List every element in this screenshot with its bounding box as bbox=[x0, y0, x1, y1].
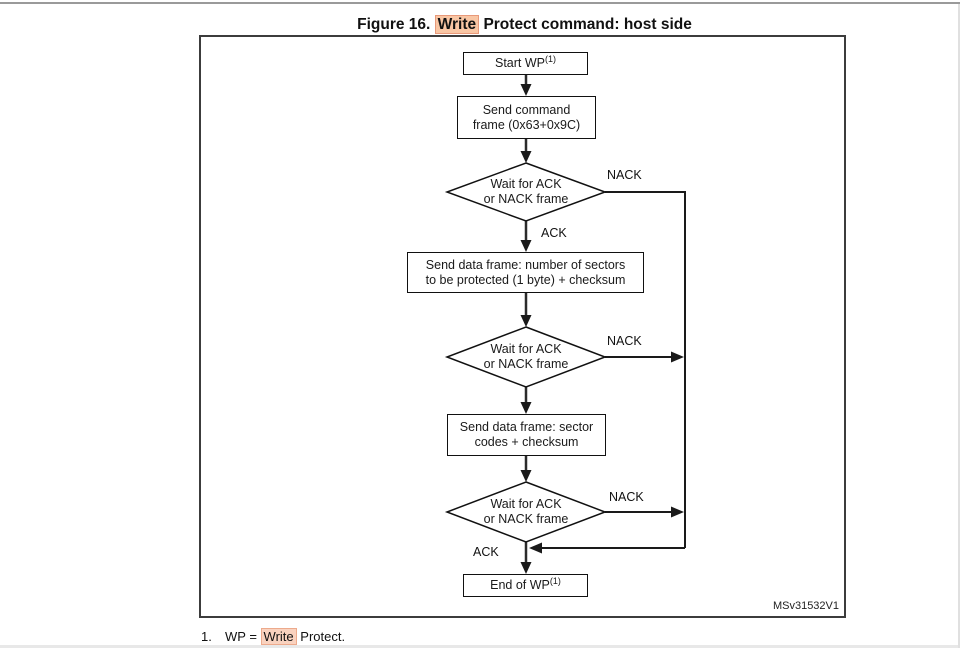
edge-label-ack1: ACK bbox=[541, 226, 567, 240]
node-end: End of WP(1) bbox=[463, 574, 588, 597]
node-start-label: Start WP bbox=[494, 56, 545, 70]
arrowhead-icon bbox=[520, 315, 532, 327]
node-send-data1: Send data frame: number of sectors to be… bbox=[407, 252, 644, 293]
figure-title: Figure 16. Write Protect command: host s… bbox=[199, 15, 850, 34]
flowchart-connectors bbox=[444, 74, 686, 574]
arrowhead-icon bbox=[520, 402, 532, 414]
node-end-footnote-ref: (1) bbox=[549, 576, 561, 586]
arrowhead-icon bbox=[520, 470, 532, 482]
edge-label-nack1: NACK bbox=[607, 168, 642, 182]
search-highlight: Write bbox=[434, 15, 480, 34]
node-send-data1-label: Send data frame: number of sectors to be… bbox=[425, 257, 626, 287]
edge-label-nack3: NACK bbox=[609, 490, 644, 504]
arrowhead-icon bbox=[520, 240, 532, 252]
decision-diamond-wait2 bbox=[444, 326, 608, 388]
nack3-arrowhead-icon bbox=[671, 506, 684, 518]
page-top-divider bbox=[0, 2, 960, 4]
node-send-command: Send command frame (0x63+0x9C) bbox=[457, 96, 596, 139]
footnote: 1. WP = Write Protect. bbox=[201, 628, 346, 645]
edge-label-nack2: NACK bbox=[607, 334, 642, 348]
page-bottom-divider bbox=[0, 645, 960, 648]
flowchart-frame: Start WP(1) Send command frame (0x63+0x9… bbox=[199, 35, 846, 618]
nack-bus-line bbox=[605, 191, 686, 548]
arrowhead-icon bbox=[520, 84, 532, 96]
arrowhead-icon bbox=[520, 151, 532, 163]
figure-title-prefix: Figure 16. bbox=[357, 16, 431, 33]
node-start: Start WP(1) bbox=[463, 52, 588, 75]
node-start-footnote-ref: (1) bbox=[545, 54, 556, 64]
footnote-post: Protect. bbox=[300, 629, 346, 644]
node-wait2-label: Wait for ACK or NACK frame bbox=[483, 342, 569, 371]
figure-watermark: MSv31532V1 bbox=[772, 600, 839, 612]
node-wait3-label: Wait for ACK or NACK frame bbox=[483, 497, 569, 526]
edge-label-ack3: ACK bbox=[473, 545, 499, 559]
search-highlight: Write bbox=[260, 628, 297, 645]
return-arrowhead-icon bbox=[529, 542, 542, 554]
node-send-data2: Send data frame: sector codes + checksum bbox=[447, 414, 606, 456]
footnote-pre: WP = bbox=[225, 629, 257, 644]
decision-diamond-wait3 bbox=[444, 481, 608, 543]
node-wait1-label: Wait for ACK or NACK frame bbox=[483, 177, 569, 206]
page-right-divider bbox=[958, 4, 960, 648]
node-send-command-label: Send command frame (0x63+0x9C) bbox=[472, 102, 581, 132]
node-end-label: End of WP bbox=[490, 578, 550, 592]
decision-diamond-wait1 bbox=[444, 162, 608, 222]
figure-title-suffix: Protect command: host side bbox=[483, 16, 692, 33]
footnote-number: 1. bbox=[201, 629, 212, 644]
node-send-data2-label: Send data frame: sector codes + checksum bbox=[459, 420, 594, 449]
arrowhead-icon bbox=[520, 562, 532, 574]
nack2-arrowhead-icon bbox=[671, 351, 684, 363]
